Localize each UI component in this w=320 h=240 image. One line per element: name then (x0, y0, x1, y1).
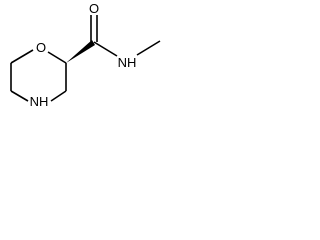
bond-carbonyl-c-n (93, 41, 118, 57)
ring-nitrogen-label: NH (30, 94, 49, 109)
bond-ring-c2-o (47, 51, 67, 64)
carbonyl-oxygen-label: O (89, 1, 99, 16)
bond-ring-n4-c3 (50, 90, 67, 102)
ring-oxygen-label: O (36, 40, 46, 55)
amide-nitrogen-label: NH (118, 55, 137, 70)
bond-ring-c5-n4 (10, 90, 29, 102)
bond-n-methyl (136, 40, 161, 56)
chemical-structure-diagram: O NH O NH (10, 1, 161, 109)
bond-ring-o-c6 (10, 49, 34, 64)
wedge-bond-stereocenter (66, 40, 95, 63)
